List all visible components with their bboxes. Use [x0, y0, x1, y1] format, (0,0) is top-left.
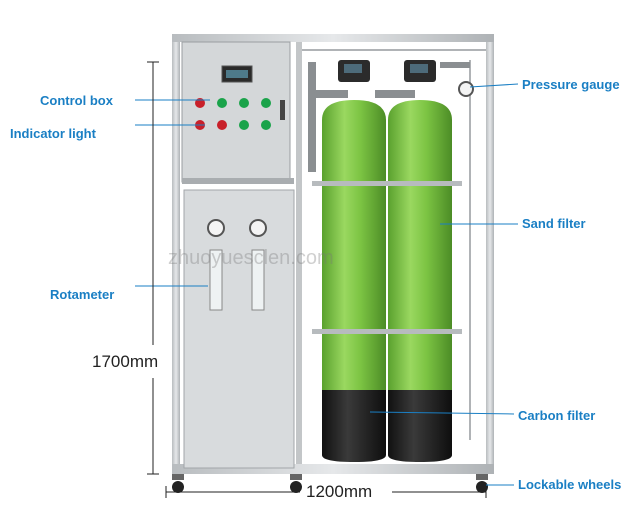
pressure-gauge — [458, 81, 474, 97]
piping — [308, 62, 470, 172]
indicator-light-label: Indicator light — [10, 126, 96, 141]
tank-straps — [312, 181, 462, 334]
control-box-label: Control box — [40, 93, 113, 108]
carbon-filter-label: Carbon filter — [518, 408, 596, 423]
sand-filter-label: Sand filter — [522, 216, 586, 231]
lockable-wheels-label: Lockable wheels — [518, 477, 622, 492]
watermark: zhuoyuesclen.com — [168, 247, 334, 269]
rotameter-panel — [183, 189, 295, 469]
rotameter-label: Rotameter — [50, 287, 115, 302]
height-dimension: 1700mm — [92, 352, 159, 371]
control-box — [181, 41, 291, 183]
machine-frame — [172, 34, 494, 474]
callout-lines — [135, 83, 519, 486]
pressure-gauge-label: Pressure gauge — [522, 77, 620, 92]
width-dimension: 1200mm — [306, 482, 373, 501]
dimension-lines — [147, 61, 487, 498]
lockable-wheels — [172, 474, 488, 493]
carbon-filter-tank — [388, 60, 452, 462]
